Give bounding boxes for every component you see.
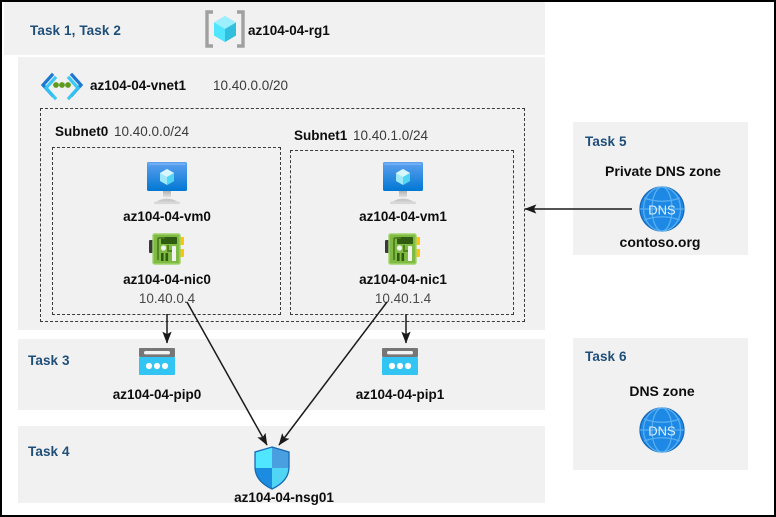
pip0-name: az104-04-pip0 — [112, 387, 202, 402]
nic0-ip: 10.40.0.4 — [138, 291, 196, 306]
task-label-5: Task 5 — [585, 134, 627, 149]
virtual-machine-icon — [141, 159, 193, 207]
svg-text:DNS: DNS — [648, 203, 676, 218]
pip1-name: az104-04-pip1 — [355, 387, 445, 402]
vm1-name: az104-04-vm1 — [359, 209, 447, 224]
task3-panel — [18, 339, 545, 410]
resource-group-name: az104-04-rg1 — [248, 23, 330, 38]
virtual-machine-icon — [377, 159, 429, 207]
nic1-name: az104-04-nic1 — [359, 272, 447, 287]
private-dns-zone-heading: Private DNS zone — [605, 163, 721, 179]
dns-globe-icon: DNS — [636, 406, 688, 454]
dns-globe-icon: DNS — [636, 185, 688, 233]
nsg-name: az104-04-nsg01 — [234, 490, 334, 505]
nic0-name: az104-04-nic0 — [123, 272, 211, 287]
dns-zone-heading: DNS zone — [629, 383, 695, 399]
subnet1-cidr: 10.40.1.0/24 — [353, 128, 429, 143]
network-interface-icon — [384, 232, 422, 268]
virtual-network-icon — [40, 72, 84, 101]
public-ip-address-icon — [379, 347, 421, 380]
task-label-3: Task 3 — [28, 353, 70, 368]
subnet1-label: Subnet1 — [294, 128, 348, 143]
subnet0-label: Subnet0 — [55, 124, 109, 139]
vnet-container — [18, 57, 545, 330]
subnet1-box — [290, 150, 514, 315]
vm0-name: az104-04-vm0 — [123, 209, 211, 224]
vnet-address-space: 10.40.0.0/20 — [213, 78, 289, 93]
task-label-4: Task 4 — [28, 444, 70, 459]
subnet0-cidr: 10.40.0.0/24 — [114, 124, 190, 139]
vnet-name: az104-04-vnet1 — [90, 78, 187, 93]
network-security-group-shield-icon — [251, 445, 293, 491]
resource-group-cube-icon — [202, 8, 248, 50]
task-label-1-2: Task 1, Task 2 — [30, 23, 121, 38]
svg-text:DNS: DNS — [648, 424, 676, 439]
nic1-ip: 10.40.1.4 — [374, 291, 432, 306]
private-dns-zone-name: contoso.org — [619, 234, 701, 250]
task-label-6: Task 6 — [585, 349, 627, 364]
network-interface-icon — [148, 232, 186, 268]
resource-group-band — [4, 2, 545, 55]
public-ip-address-icon — [136, 347, 178, 380]
